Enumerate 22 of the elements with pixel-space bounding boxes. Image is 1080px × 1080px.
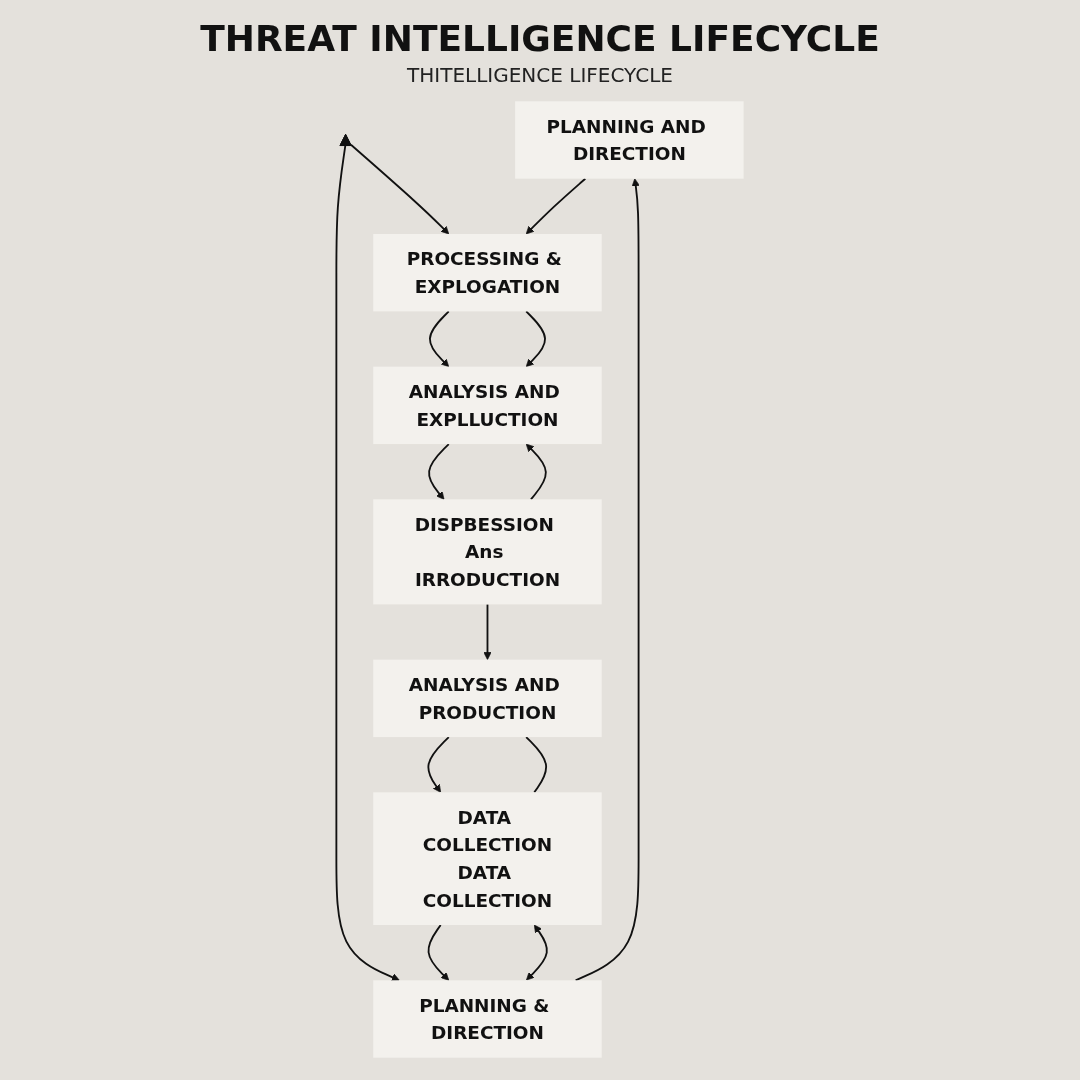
- arrow: [427, 924, 450, 981]
- arrow: [525, 177, 587, 235]
- node-box: DISPBESSION Ans IRRODUCTION: [373, 499, 602, 605]
- node-box: ANALYSIS AND EXPLLUCTION: [373, 366, 602, 445]
- title: THREAT INTELLIGENCE LIFECYCLE: [200, 18, 880, 59]
- arrow: [429, 310, 450, 368]
- node-box: PROCESSING & EXPLOGATION: [373, 234, 602, 312]
- arrow: [428, 443, 450, 500]
- node-box: ANALYSIS AND PRODUCTION: [373, 659, 602, 738]
- arrow: [350, 143, 450, 235]
- connector: [525, 736, 548, 794]
- arrow: [526, 924, 548, 981]
- node-box: PLANNING & DIRECTION: [373, 980, 602, 1058]
- arrow: [574, 178, 640, 982]
- arrow: [525, 443, 547, 501]
- subtitle: THITELLIGENCE LIFECYCLE: [407, 63, 673, 87]
- arrow: [483, 603, 492, 661]
- arrow: [335, 145, 400, 982]
- arrow: [427, 736, 450, 793]
- node-box: PLANNING AND DIRECTION: [515, 101, 744, 179]
- arrow: [525, 310, 546, 368]
- node-box: DATA COLLECTION DATA COLLECTION: [373, 792, 602, 925]
